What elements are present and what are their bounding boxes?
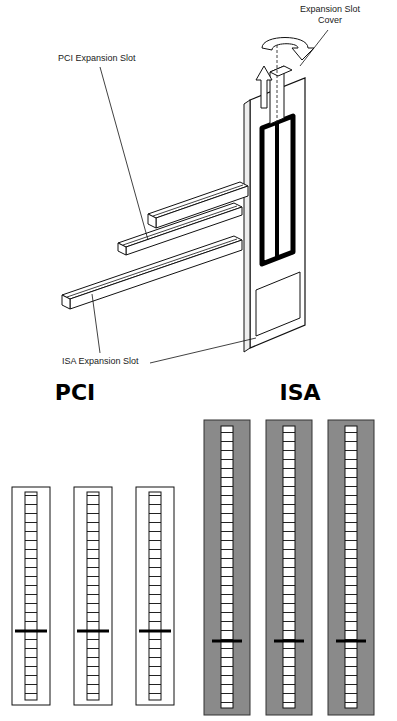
lift-arrow	[256, 66, 272, 108]
isa-slot-plan	[204, 420, 374, 715]
section-heading: ISA	[240, 380, 360, 406]
part-label: Expansion Slot Cover	[295, 4, 365, 26]
pci-slot-plan	[12, 487, 174, 705]
rotate-arrow	[262, 38, 314, 61]
part-label: PCI Expansion Slot	[58, 53, 168, 64]
part-label: ISA Expansion Slot	[62, 356, 172, 367]
slot-cover	[270, 40, 292, 130]
leader-lines	[92, 30, 328, 363]
isa-slot-front	[62, 236, 242, 309]
section-heading: PCI	[15, 380, 135, 406]
